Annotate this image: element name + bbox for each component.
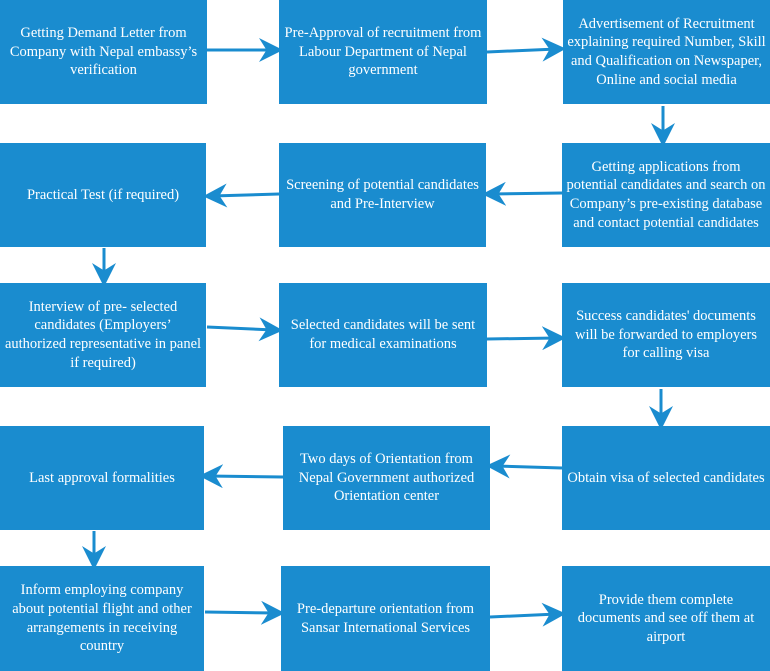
step-documents-forwarded: Success candidates' documents will be fo…	[562, 283, 770, 387]
step-medical: Selected candidates will be sent for med…	[279, 283, 487, 387]
step-applications-text: Getting applications from potential cand…	[566, 158, 766, 231]
step-inform-company: Inform employing company about potential…	[0, 566, 204, 671]
step-medical-text: Selected candidates will be sent for med…	[290, 317, 476, 352]
arrow-5-to-6	[203, 183, 280, 208]
step-screening-text: Screening of potential candidates and Pr…	[286, 177, 479, 212]
step-practical-test: Practical Test (if required)	[0, 143, 206, 247]
arrow-13-to-14	[204, 600, 285, 625]
step-orientation: Two days of Orientation from Nepal Gover…	[283, 426, 490, 530]
step-demand-letter-text: Getting Demand Letter from Company with …	[9, 25, 198, 79]
step-pre-departure: Pre-departure orientation from Sansar In…	[281, 566, 490, 671]
step-interview-text: Interview of pre- selected candidates (E…	[4, 298, 202, 371]
arrow-4-to-5	[482, 181, 563, 206]
step-inform-company-text: Inform employing company about potential…	[12, 582, 192, 655]
step-last-approval-text: Last approval formalities	[29, 469, 175, 486]
step-pre-approval-text: Pre-Approval of recruitment from Labour …	[284, 25, 482, 79]
step-see-off-text: Provide them complete documents and see …	[577, 591, 755, 645]
arrow-10-to-11	[486, 454, 563, 479]
step-obtain-visa-text: Obtain visa of selected candidates	[567, 469, 765, 486]
step-demand-letter: Getting Demand Letter from Company with …	[0, 0, 207, 104]
step-documents-forwarded-text: Success candidates' documents will be fo…	[574, 308, 757, 362]
step-advertisement: Advertisement of Recruitment explaining …	[563, 0, 770, 104]
arrow-11-to-12	[199, 464, 284, 489]
arrow-2-to-3	[486, 37, 566, 62]
step-obtain-visa: Obtain visa of selected candidates	[562, 426, 770, 530]
step-interview: Interview of pre- selected candidates (E…	[0, 283, 206, 387]
step-last-approval: Last approval formalities	[0, 426, 204, 530]
step-pre-departure-text: Pre-departure orientation from Sansar In…	[296, 600, 475, 636]
step-see-off: Provide them complete documents and see …	[562, 566, 770, 671]
step-pre-approval: Pre-Approval of recruitment from Labour …	[279, 0, 487, 104]
step-screening: Screening of potential candidates and Pr…	[279, 143, 486, 247]
step-orientation-text: Two days of Orientation from Nepal Gover…	[298, 451, 475, 505]
arrow-7-to-8	[206, 317, 283, 342]
step-advertisement-text: Advertisement of Recruitment explaining …	[567, 15, 766, 88]
arrow-14-to-15	[489, 602, 566, 627]
arrow-8-to-9	[486, 326, 566, 351]
step-practical-test-text: Practical Test (if required)	[26, 186, 180, 203]
step-applications: Getting applications from potential cand…	[562, 143, 770, 247]
